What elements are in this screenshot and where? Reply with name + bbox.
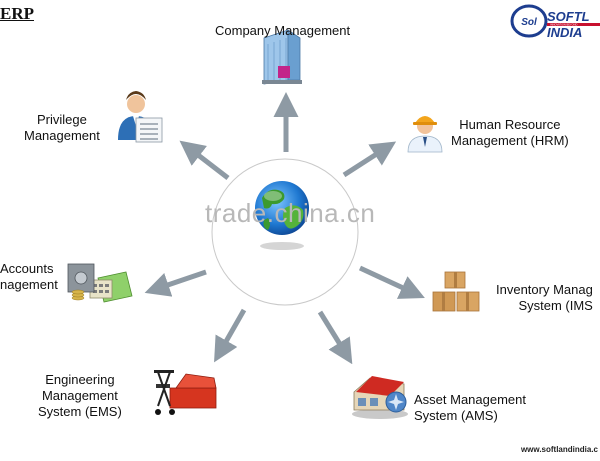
factory-icon <box>352 376 408 419</box>
arrow-inventory <box>358 265 425 299</box>
footer-url: www.softlandindia.c <box>520 445 598 454</box>
node-asset-label: Asset Management System (AMS) <box>414 392 527 423</box>
svg-text:INNOVATION BEYOND: INNOVATION BEYOND <box>550 23 578 27</box>
svg-text:SOFTL: SOFTL <box>547 9 590 24</box>
globe-icon <box>255 181 309 250</box>
toolbox-icon <box>154 370 217 415</box>
node-hrm-label: Human Resource Management (HRM) <box>451 117 569 148</box>
watermark-text: trade.china.cn <box>205 198 376 228</box>
node-inventory-label: Inventory Manag System (IMS <box>496 282 593 313</box>
arrow-ems <box>214 308 247 363</box>
softland-logo: Sol SOFTL INNOVATION BEYOND INDIA <box>510 4 600 40</box>
arrow-privilege <box>179 140 230 180</box>
boxes-icon <box>432 271 480 312</box>
node-accounts-label: Accounts nagement <box>0 261 58 292</box>
worker-hardhat-icon <box>407 116 443 153</box>
office-building-icon <box>262 29 302 85</box>
arrow-accounts <box>144 269 207 297</box>
safe-cash-icon <box>67 263 133 303</box>
user-admin-icon <box>118 91 163 143</box>
arrow-hrm <box>342 141 397 178</box>
svg-text:Sol: Sol <box>521 17 537 28</box>
node-ems-label: Engineering Management System (EMS) <box>38 372 122 419</box>
page-title: ERP <box>0 4 34 23</box>
svg-text:INDIA: INDIA <box>547 25 582 40</box>
hub-circle <box>211 158 359 306</box>
node-company-label: Company Management <box>215 23 351 38</box>
node-privilege-label: Privilege Management <box>24 112 100 143</box>
arrow-asset <box>317 310 353 365</box>
